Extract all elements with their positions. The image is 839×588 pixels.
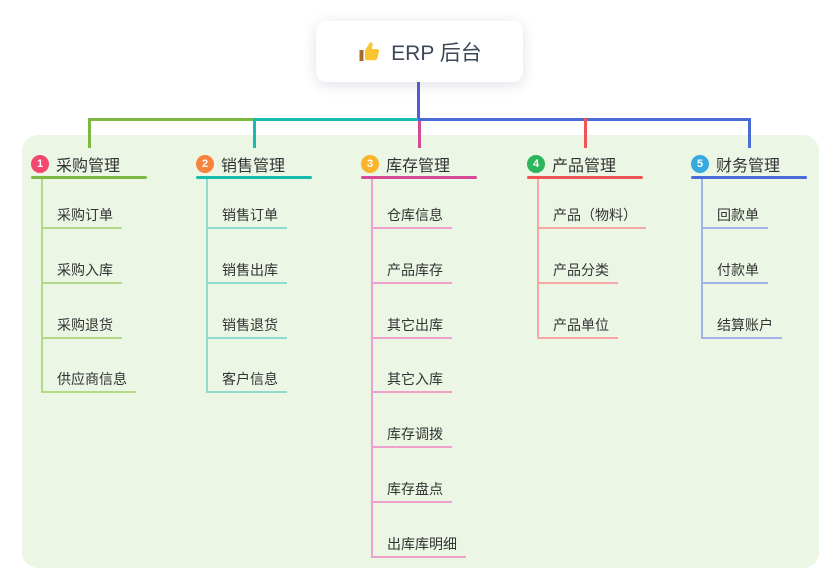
child-node[interactable]: 客户信息 [206, 368, 287, 393]
branch-title-2[interactable]: 2 销售管理 [196, 151, 285, 176]
root-stem-connector [417, 82, 420, 121]
child-node[interactable]: 销售订单 [206, 204, 287, 229]
child-node[interactable]: 产品单位 [537, 314, 618, 339]
branch-number-badge: 2 [196, 154, 214, 173]
child-node[interactable]: 销售退货 [206, 314, 287, 339]
branch-drop-connector [418, 121, 421, 148]
child-node[interactable]: 库存调拨 [371, 423, 452, 448]
child-node[interactable]: 其它入库 [371, 368, 452, 393]
branch-label: 采购管理 [56, 157, 121, 175]
branch-underline [31, 176, 147, 179]
branch-title-5[interactable]: 5 财务管理 [691, 151, 780, 176]
child-node[interactable]: 仓库信息 [371, 204, 452, 229]
child-node[interactable]: 出库库明细 [371, 533, 466, 558]
branch-underline [196, 176, 312, 179]
branch-underline [527, 176, 643, 179]
branch-child-vline [371, 179, 373, 558]
branch-drop-connector [584, 118, 587, 148]
child-node[interactable]: 销售出库 [206, 259, 287, 284]
branch-drop-connector [88, 118, 91, 148]
branch-bus-connector [88, 118, 256, 121]
branch-bus-connector [253, 118, 421, 121]
child-node[interactable]: 库存盘点 [371, 478, 452, 503]
child-node[interactable]: 采购订单 [41, 204, 122, 229]
child-node[interactable]: 供应商信息 [41, 368, 136, 393]
branch-label: 财务管理 [716, 157, 781, 175]
child-node[interactable]: 采购入库 [41, 259, 122, 284]
child-node[interactable]: 结算账户 [701, 314, 782, 339]
child-node[interactable]: 付款单 [701, 259, 768, 284]
root-node-erp[interactable]: ERP 后台 [316, 21, 523, 82]
branch-label: 库存管理 [386, 157, 451, 175]
branch-child-vline [206, 179, 208, 393]
branch-underline [361, 176, 477, 179]
branch-child-vline [41, 179, 43, 393]
branch-label: 产品管理 [552, 157, 617, 175]
child-node[interactable]: 产品分类 [537, 259, 618, 284]
branch-underline [691, 176, 807, 179]
child-node[interactable]: 回款单 [701, 204, 768, 229]
branch-child-vline [537, 179, 539, 339]
branch-number-badge: 3 [361, 154, 379, 173]
branch-drop-connector [253, 118, 256, 148]
branch-number-badge: 4 [527, 154, 545, 173]
branch-title-1[interactable]: 1 采购管理 [31, 151, 120, 176]
child-node[interactable]: 产品（物料） [537, 204, 646, 229]
root-label: ERP 后台 [391, 41, 482, 65]
child-node[interactable]: 产品库存 [371, 259, 452, 284]
branch-number-badge: 5 [691, 154, 709, 173]
branch-label: 销售管理 [221, 157, 286, 175]
branch-child-vline [701, 179, 703, 339]
child-node[interactable]: 其它出库 [371, 314, 452, 339]
branch-title-4[interactable]: 4 产品管理 [527, 151, 616, 176]
branch-number-badge: 1 [31, 154, 49, 173]
child-node[interactable]: 采购退货 [41, 314, 122, 339]
branches-panel [22, 135, 819, 568]
branch-drop-connector [748, 118, 751, 148]
branch-title-3[interactable]: 3 库存管理 [361, 151, 450, 176]
thumbs-up-icon [357, 40, 381, 64]
